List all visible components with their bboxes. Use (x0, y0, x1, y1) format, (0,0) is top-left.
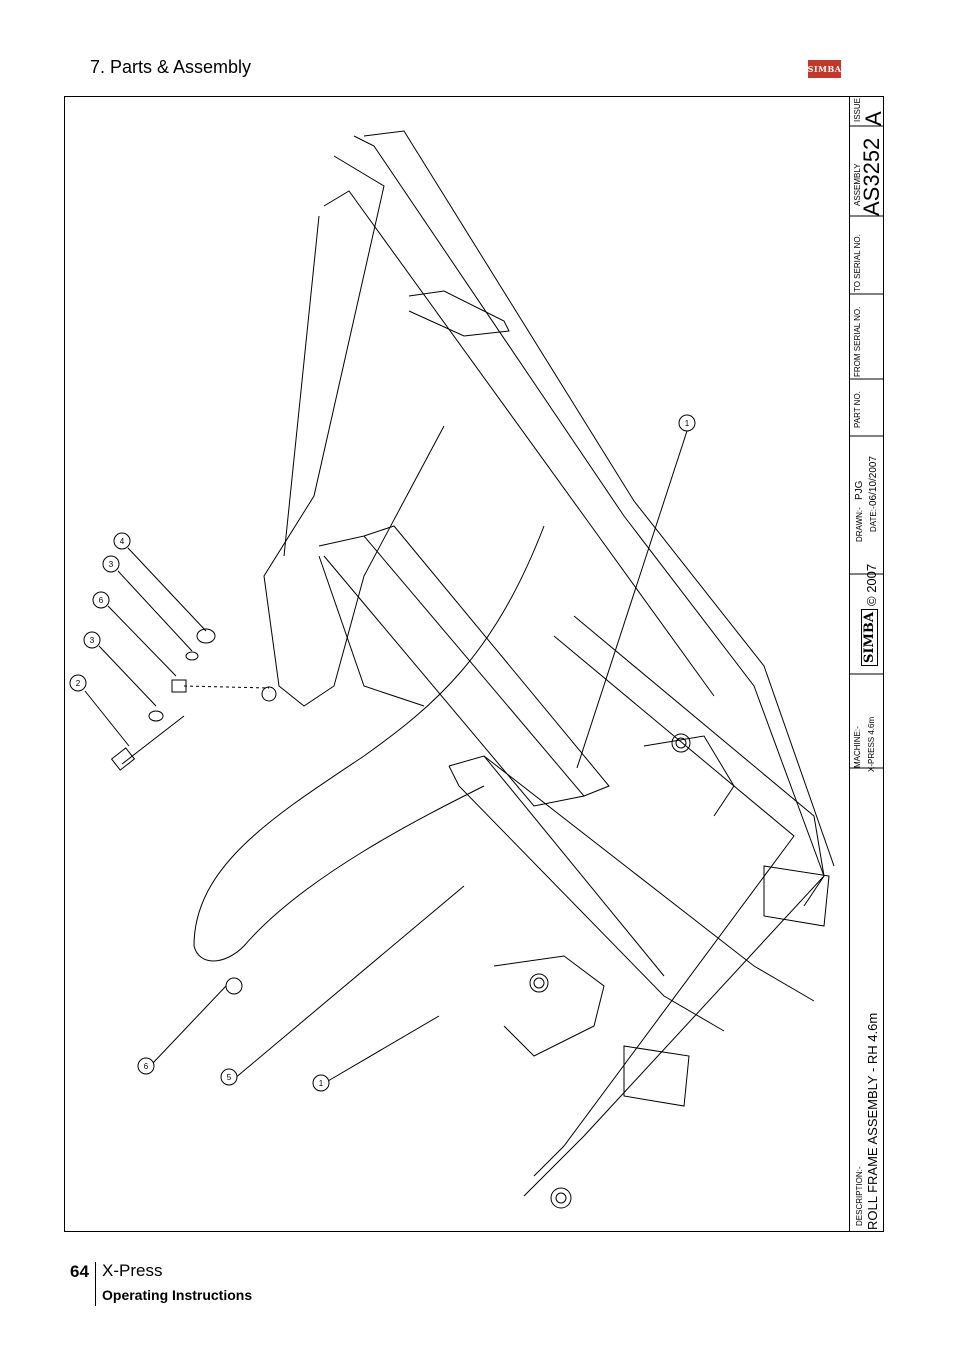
description-value: ROLL FRAME ASSEMBLY - RH 4.6m (865, 1012, 880, 1230)
footer-divider (95, 1262, 96, 1306)
part-no-label: PART NO. (853, 391, 862, 428)
assembly-drawing (84, 130, 835, 1209)
svg-text:1: 1 (319, 1079, 324, 1088)
assembly-number: AS3252 (859, 137, 884, 216)
issue-value: A (861, 111, 886, 126)
callout-1-top: 1 (678, 414, 696, 432)
svg-text:1: 1 (685, 419, 690, 428)
from-serial-label: FROM SERIAL NO. (853, 306, 862, 377)
callout-4: 4 (113, 532, 131, 550)
svg-text:4: 4 (120, 537, 125, 546)
description-label: DESCRIPTION:- (855, 1166, 864, 1226)
drawing-frame (64, 96, 884, 1232)
copyright: © 2007 (864, 563, 879, 606)
svg-text:6: 6 (99, 596, 104, 605)
to-serial-label: TO SERIAL NO. (853, 234, 862, 292)
svg-text:2: 2 (76, 679, 81, 688)
page-number: 64 (70, 1262, 89, 1281)
callout-layer: 1 2 3 6 3 4 6 5 1 (69, 414, 696, 1092)
section-title: 7. Parts & Assembly (90, 57, 252, 77)
callout-3-lower: 3 (83, 631, 101, 649)
svg-text:5: 5 (227, 1073, 232, 1082)
footer-title: X-Press (102, 1261, 163, 1280)
callout-6-lower: 6 (137, 1057, 155, 1075)
svg-text:3: 3 (109, 560, 114, 569)
simba-brand: SIMBA (861, 609, 878, 666)
svg-text:3: 3 (90, 636, 95, 645)
callout-2: 2 (69, 674, 87, 692)
svg-text:6: 6 (144, 1062, 149, 1071)
machine-label: MACHINE:- (853, 726, 862, 768)
date-label: DATE:- (869, 506, 878, 532)
simba-logo: SIMBA (808, 60, 841, 78)
callout-6-upper: 6 (92, 591, 110, 609)
date-value: 06/10/2007 (868, 455, 879, 506)
callout-3-upper: 3 (102, 555, 120, 573)
drawn-value: PJG (854, 480, 865, 500)
callout-1-bottom: 1 (312, 1074, 330, 1092)
callout-5: 5 (220, 1068, 238, 1086)
drawn-label: DRAWN:- (855, 507, 864, 542)
title-block: ISSUE A ASSEMBLY AS3252 TO SERIAL NO. FR… (849, 96, 886, 1232)
machine-value: X-PRESS 4.6m (867, 716, 876, 772)
footer-subtitle: Operating Instructions (102, 1287, 253, 1303)
